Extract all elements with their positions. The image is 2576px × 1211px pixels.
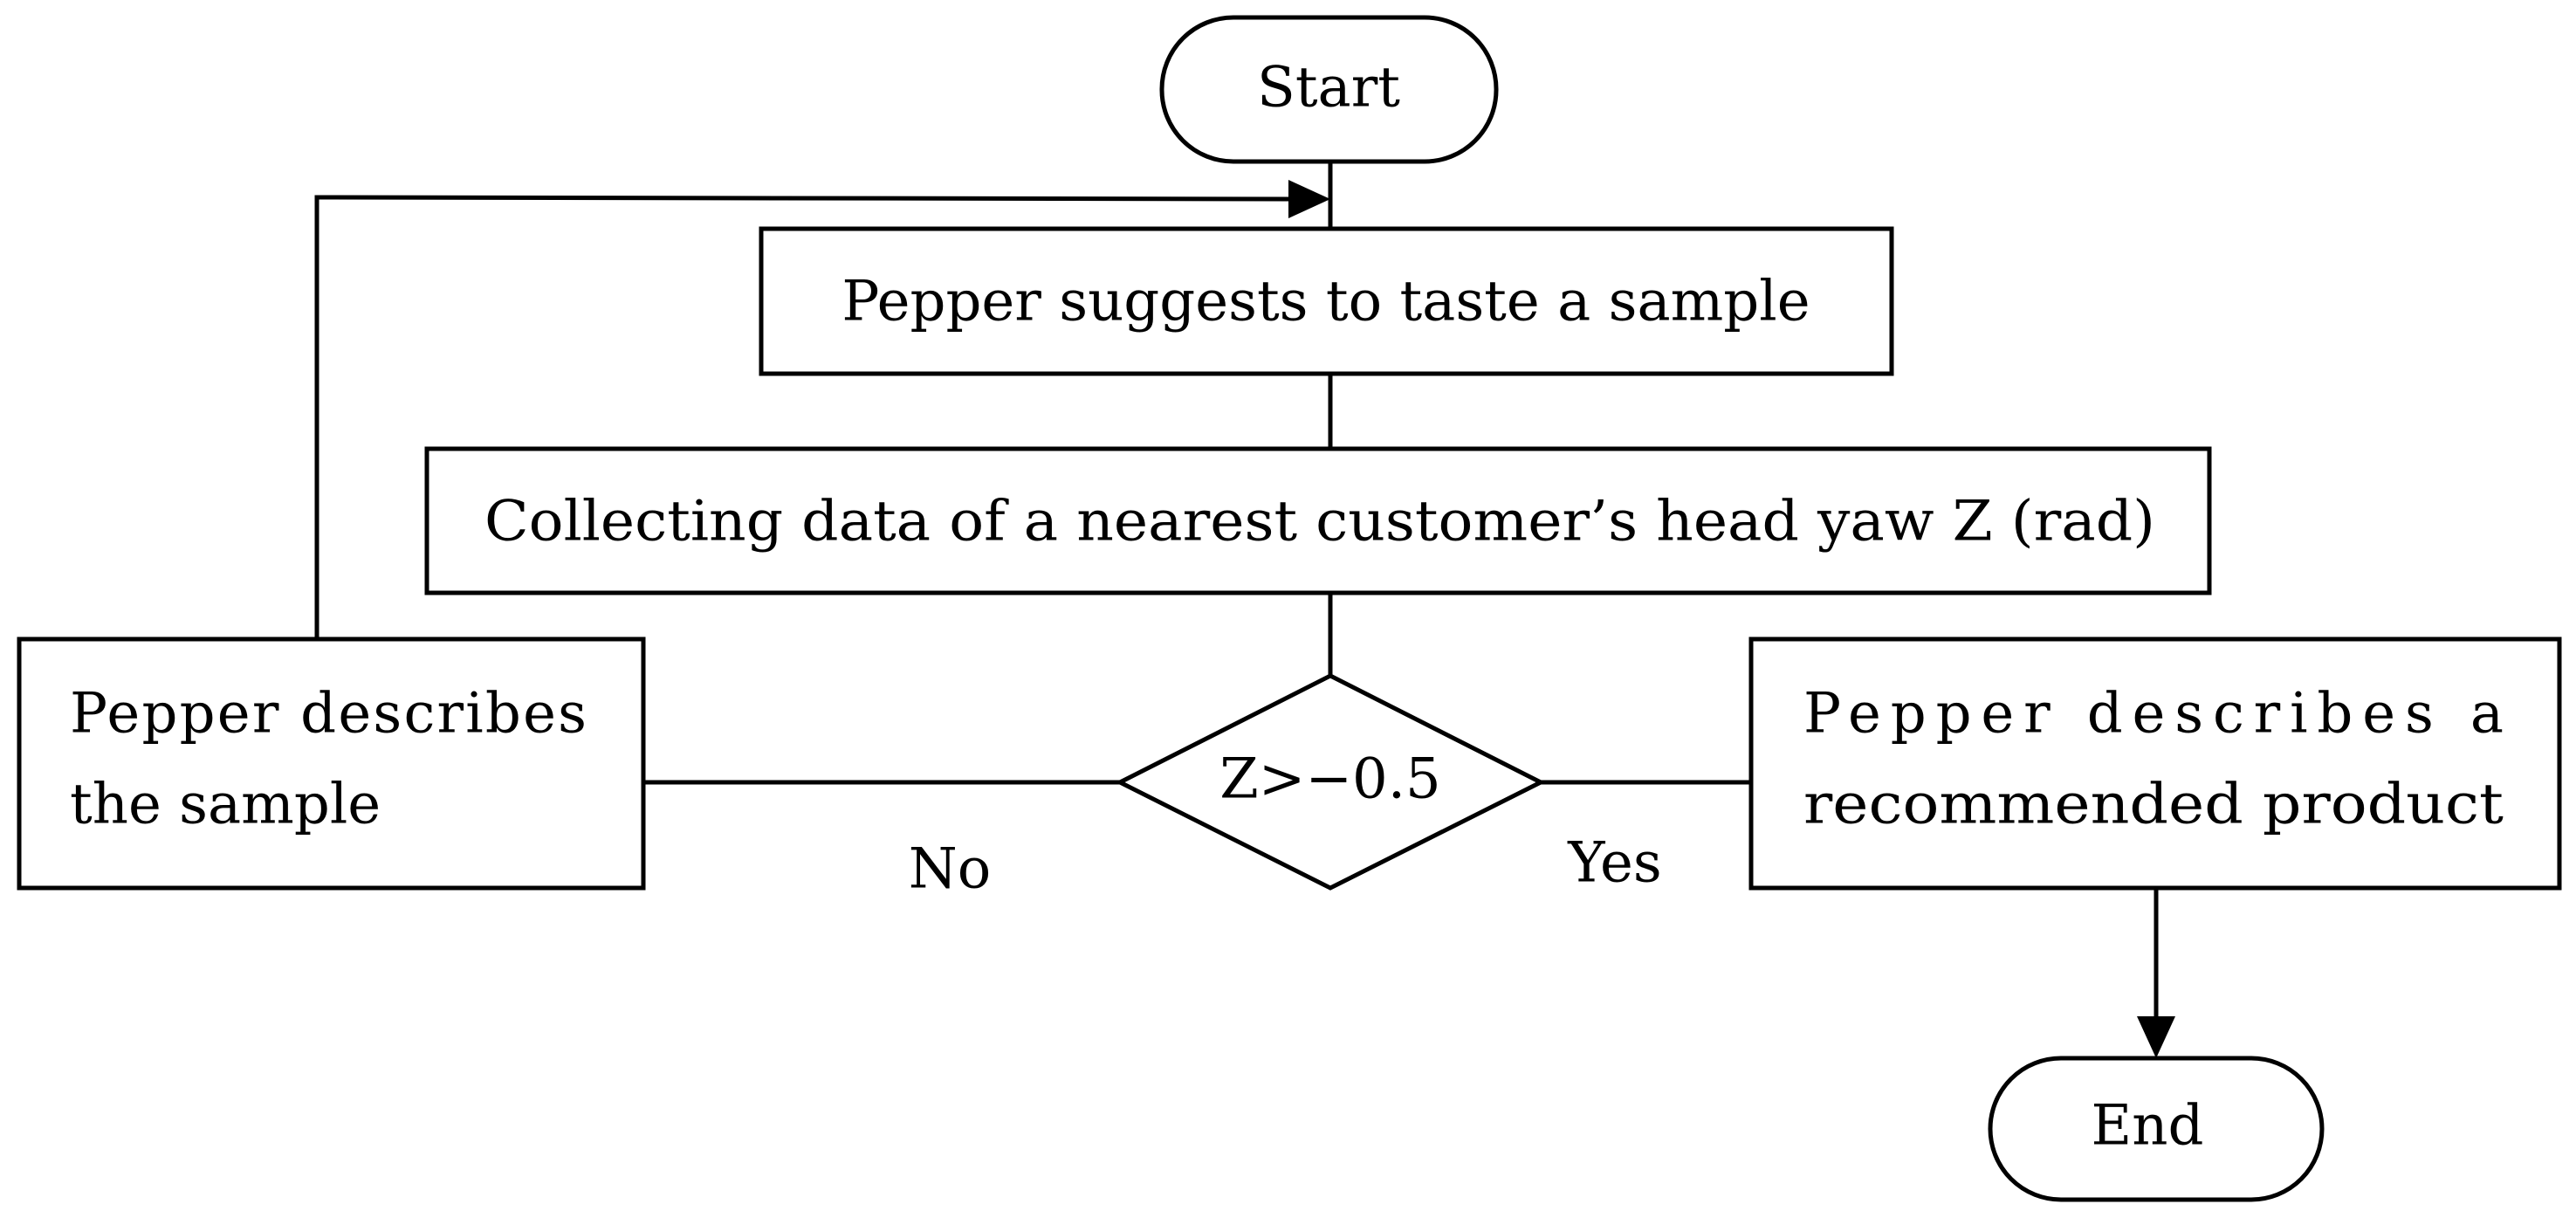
decision-label: Z>−0.5 — [1219, 747, 1441, 812]
describe-sample-node: Pepper describes the sample — [17, 636, 646, 891]
end-arrowhead — [2137, 1016, 2175, 1058]
collect-data-node: Collecting data of a nearest customer’s … — [424, 446, 2212, 595]
collect-data-label: Collecting data of a nearest customer’s … — [484, 490, 2155, 554]
start-node: Start — [1159, 15, 1499, 164]
describe-product-node: Pepper describes a recommended product — [1748, 636, 2562, 891]
end-label: End — [2092, 1094, 2204, 1159]
describe-product-line2: recommended product — [1803, 773, 2504, 837]
start-label: Start — [1257, 56, 1400, 120]
suggest-sample-label: Pepper suggests to taste a sample — [841, 270, 1810, 334]
no-branch-label: No — [909, 837, 992, 902]
describe-product-line1: Pepper describes a — [1803, 682, 2504, 747]
describe-sample-line1: Pepper describes — [70, 682, 587, 747]
yes-branch-label: Yes — [1567, 831, 1661, 896]
end-node: End — [1988, 1056, 2325, 1202]
edge-loop-back — [314, 195, 1293, 639]
decision-node: Z>−0.5 — [1115, 673, 1546, 891]
describe-sample-line2: the sample — [70, 773, 381, 837]
suggest-sample-node: Pepper suggests to taste a sample — [759, 226, 1894, 376]
loop-back-arrowhead — [1288, 180, 1330, 218]
